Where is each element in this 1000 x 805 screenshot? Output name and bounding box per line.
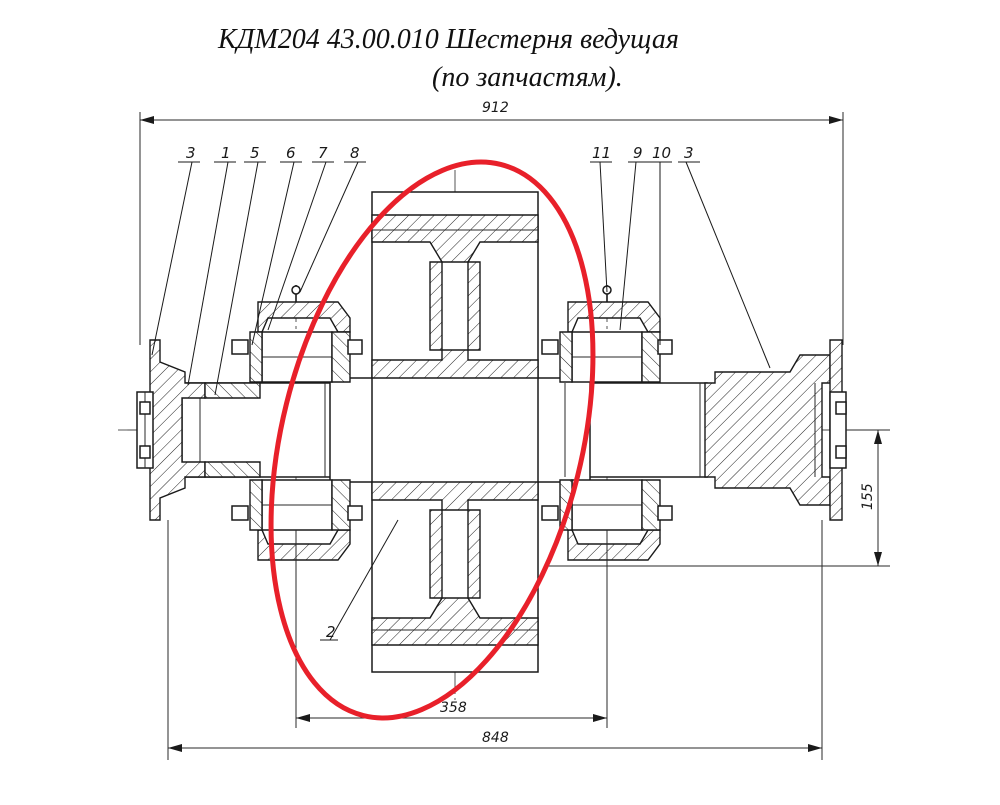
right-bearing-housing xyxy=(541,285,673,561)
left-flange-cover xyxy=(136,339,261,521)
part-label-3-right: 3 xyxy=(684,144,694,162)
dim-912-label: 912 xyxy=(482,100,509,116)
dim-155-label: 155 xyxy=(860,483,876,510)
gear-wheel xyxy=(371,191,539,673)
drawing-title: КДМ204 43.00.010 Шестерня ведущая xyxy=(218,24,679,55)
part-label-6: 6 xyxy=(286,144,296,162)
part-label-2: 2 xyxy=(326,623,336,641)
part-label-3-left: 3 xyxy=(186,144,196,162)
part-label-10: 10 xyxy=(652,144,671,162)
part-label-1: 1 xyxy=(221,144,231,162)
dimension-bearing-spacing: 358 xyxy=(295,530,608,728)
dimension-mount-length: 848 xyxy=(167,520,823,760)
part-label-11: 11 xyxy=(592,144,611,162)
part-label-5: 5 xyxy=(250,144,260,162)
left-bearing-housing xyxy=(231,285,363,561)
drawing-subtitle: (по запчастям). xyxy=(432,62,623,93)
dim-358-label: 358 xyxy=(440,700,467,716)
highlight-ellipse xyxy=(268,159,596,721)
dimension-height-offset: 155 xyxy=(548,429,890,567)
right-housing-cover xyxy=(704,339,847,521)
dimension-overall-length: 912 xyxy=(139,100,844,345)
part-label-8: 8 xyxy=(350,144,360,162)
part-label-9: 9 xyxy=(633,144,643,162)
dim-848-label: 848 xyxy=(482,730,509,746)
part-label-leaders xyxy=(151,161,771,641)
part-label-7: 7 xyxy=(318,144,328,162)
